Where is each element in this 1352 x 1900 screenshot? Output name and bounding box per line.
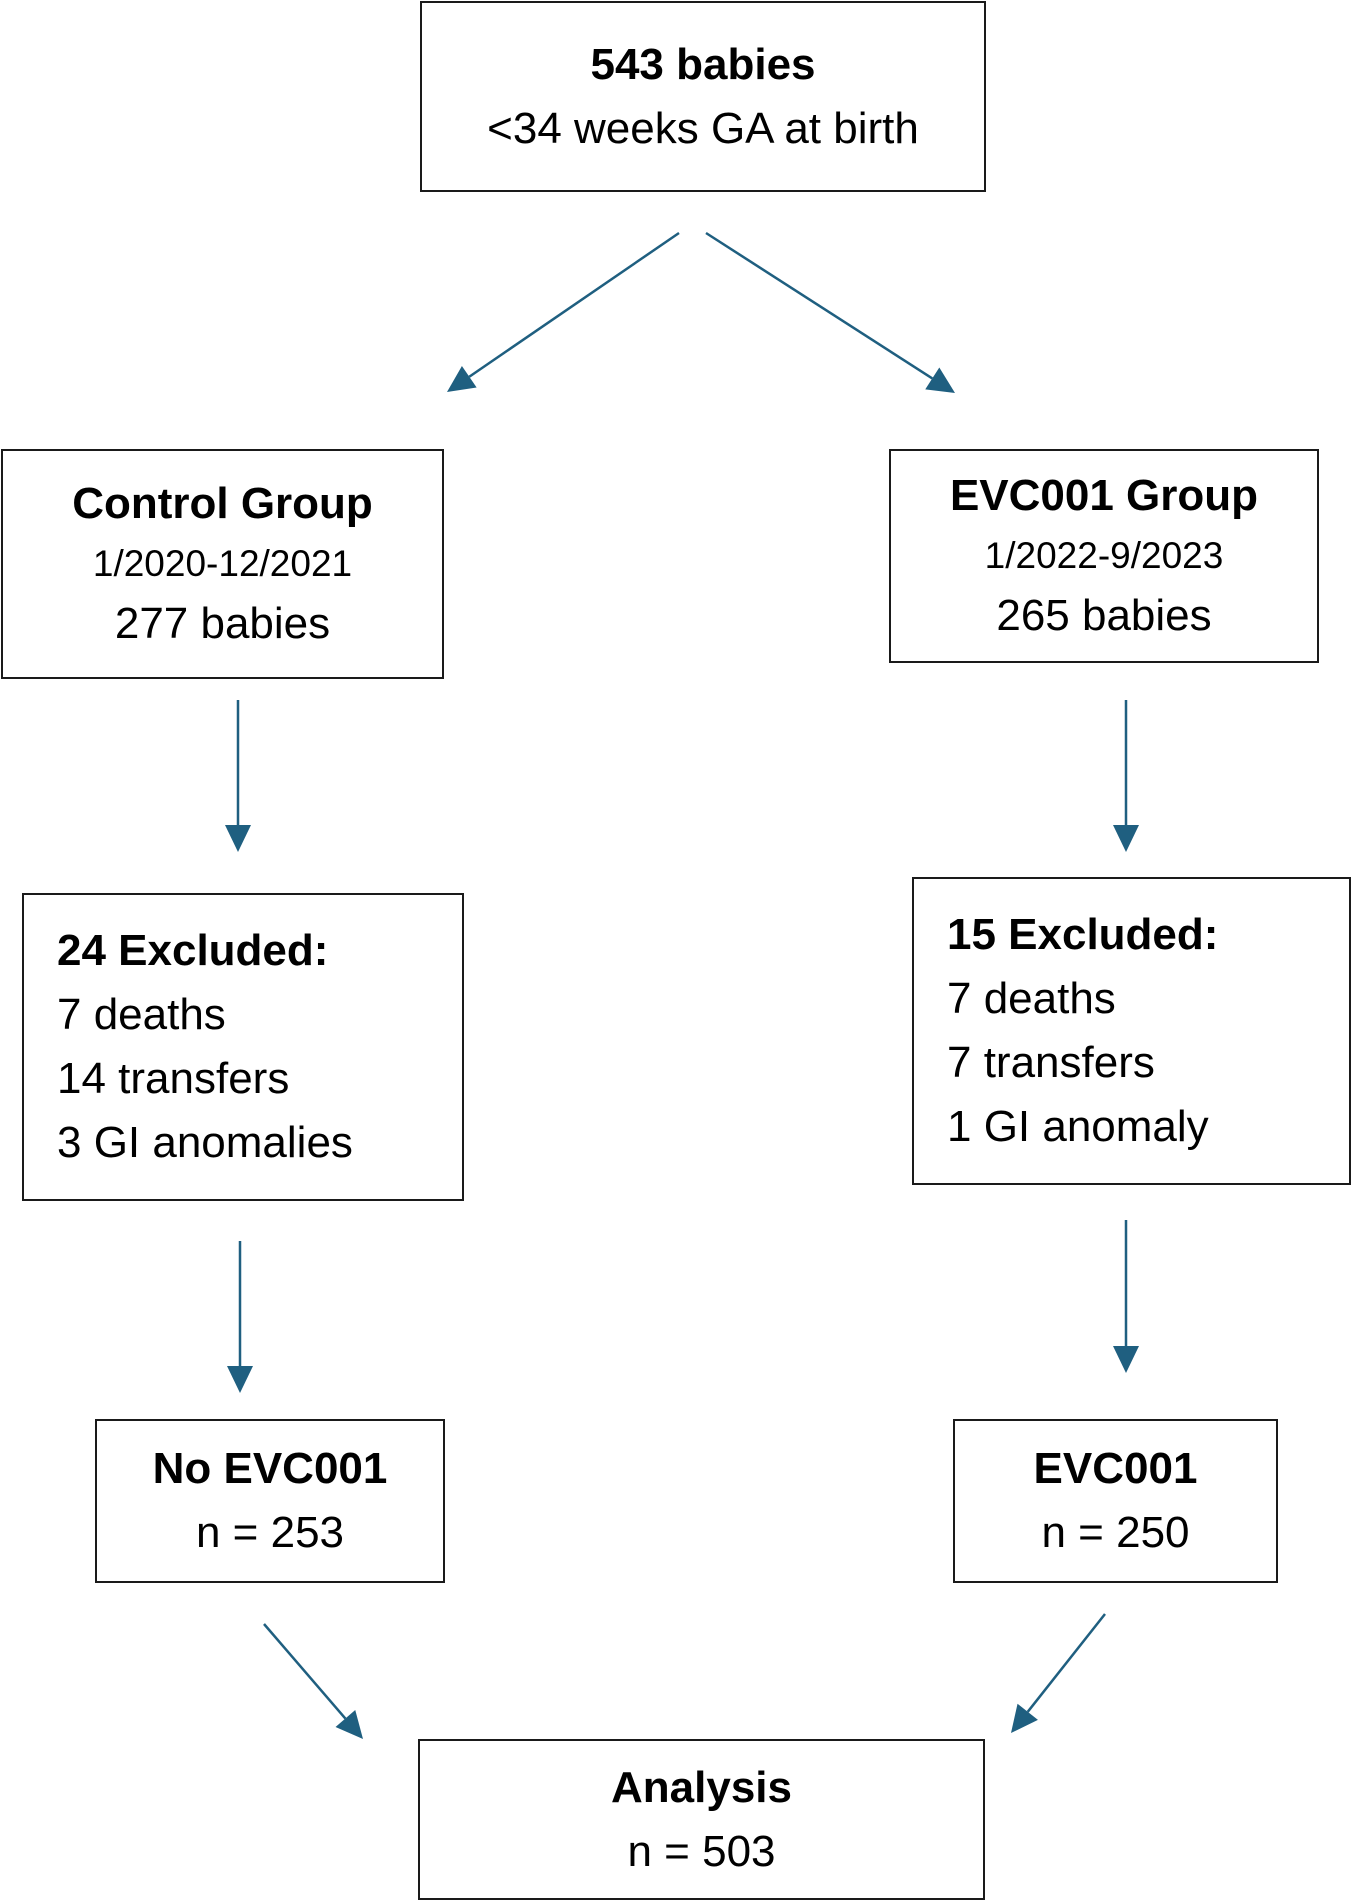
evc-excluded-box: 15 Excluded: 7 deaths 7 transfers 1 GI a… bbox=[912, 877, 1351, 1185]
analysis-box: Analysis n = 503 bbox=[418, 1739, 985, 1900]
arrow-control-excluded-to-no-evc bbox=[227, 1241, 253, 1393]
arrow-top-to-control bbox=[447, 231, 680, 392]
arrow-top-to-evc-line bbox=[705, 231, 933, 380]
evc-group-count: 265 babies bbox=[996, 591, 1212, 640]
total-babies-subtitle: <34 weeks GA at birth bbox=[487, 103, 919, 153]
arrow-evc-to-analysis-head bbox=[1011, 1703, 1038, 1733]
arrow-no-evc-to-analysis-head bbox=[335, 1710, 363, 1739]
control-excluded-title: 24 Excluded: bbox=[57, 926, 329, 975]
arrow-evc-to-analysis-line bbox=[1026, 1613, 1106, 1713]
total-babies-box: 543 babies <34 weeks GA at birth bbox=[420, 1, 986, 192]
control-group-count: 277 babies bbox=[114, 599, 331, 648]
arrow-control-to-excluded-head bbox=[225, 825, 251, 852]
evc-group-dates: 1/2022-9/2023 bbox=[984, 535, 1224, 576]
evc-group-title: EVC001 Group bbox=[949, 471, 1259, 520]
analysis-n: n = 503 bbox=[627, 1826, 776, 1876]
no-evc-n: n = 253 bbox=[195, 1508, 345, 1557]
arrow-no-evc-to-analysis-line bbox=[263, 1623, 347, 1720]
analysis-title: Analysis bbox=[611, 1762, 792, 1812]
control-group-title: Control Group bbox=[72, 479, 373, 528]
arrow-evc-to-excluded bbox=[1113, 700, 1139, 852]
control-group-box: Control Group 1/2020-12/2021 277 babies bbox=[1, 449, 444, 679]
arrow-control-to-excluded bbox=[225, 700, 251, 852]
evc-final-box: EVC001 n = 250 bbox=[953, 1419, 1278, 1583]
arrow-top-to-control-head bbox=[447, 366, 477, 392]
arrow-control-excluded-to-no-evc-head bbox=[227, 1366, 253, 1393]
no-evc-box: No EVC001 n = 253 bbox=[95, 1419, 445, 1583]
evc-group-box: EVC001 Group 1/2022-9/2023 265 babies bbox=[889, 449, 1319, 663]
control-group-dates: 1/2020-12/2021 bbox=[92, 543, 353, 584]
evc-final-title: EVC001 bbox=[1033, 1444, 1198, 1493]
arrow-evc-excluded-to-evc-head bbox=[1113, 1346, 1139, 1373]
evc-excluded-item: 1 GI anomaly bbox=[947, 1102, 1209, 1151]
control-excluded-item: 3 GI anomalies bbox=[57, 1118, 353, 1167]
control-excluded-item: 14 transfers bbox=[57, 1054, 290, 1103]
evc-excluded-item: 7 deaths bbox=[947, 974, 1116, 1023]
arrow-top-to-evc-head bbox=[925, 367, 955, 393]
control-excluded-item: 7 deaths bbox=[57, 990, 226, 1039]
arrow-evc-to-excluded-head bbox=[1113, 825, 1139, 852]
arrow-top-to-evc bbox=[705, 231, 955, 393]
arrow-evc-to-analysis bbox=[1011, 1613, 1106, 1733]
arrow-no-evc-to-analysis bbox=[263, 1623, 363, 1739]
evc-final-n: n = 250 bbox=[1041, 1508, 1190, 1557]
control-excluded-box: 24 Excluded: 7 deaths 14 transfers 3 GI … bbox=[22, 893, 464, 1201]
total-babies-title: 543 babies bbox=[590, 39, 816, 89]
no-evc-title: No EVC001 bbox=[152, 1444, 388, 1493]
arrow-evc-excluded-to-evc bbox=[1113, 1220, 1139, 1373]
evc-excluded-item: 7 transfers bbox=[947, 1038, 1155, 1087]
evc-excluded-title: 15 Excluded: bbox=[947, 910, 1219, 959]
arrow-top-to-control-line bbox=[468, 231, 680, 378]
